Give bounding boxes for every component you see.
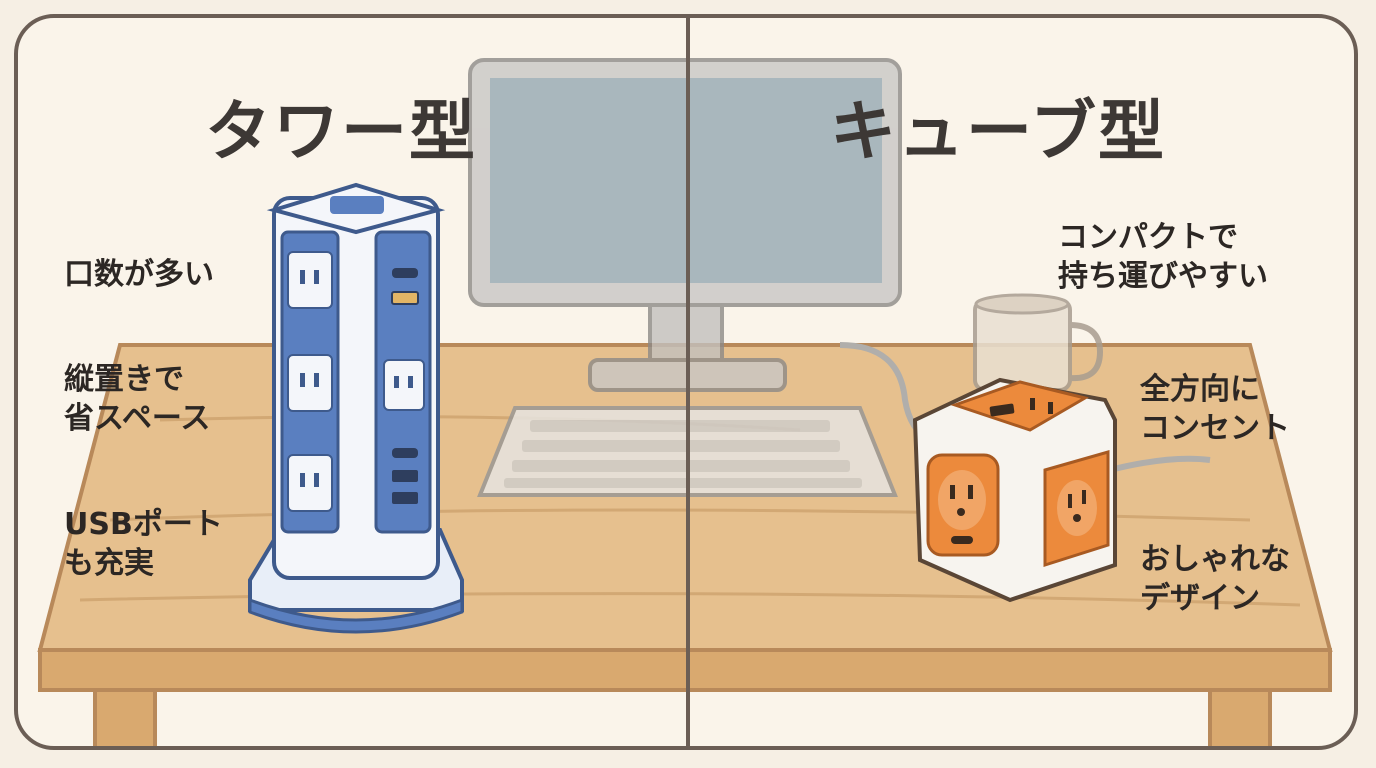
keyboard-icon	[477, 406, 898, 497]
cube-feature-portable: コンパクトで 持ち運びやすい	[1058, 220, 1268, 294]
tower-feature-usb-ports: USBポート も充実	[64, 507, 223, 581]
cube-power-strip-icon	[912, 377, 1117, 603]
tower-feature-space-saving: 縦置きで 省スペース	[64, 362, 211, 436]
tower-type-title: タワー型	[205, 93, 477, 170]
mug-icon	[973, 293, 1104, 392]
cube-feature-stylish-design: おしゃれな デザイン	[1140, 542, 1290, 616]
tower-feature-many-outlets: 口数が多い	[64, 257, 214, 292]
cube-type-title: キューブ型	[830, 93, 1167, 170]
tower-power-strip-icon	[248, 182, 464, 634]
cube-feature-all-directions: 全方向に コンセント	[1140, 372, 1290, 446]
